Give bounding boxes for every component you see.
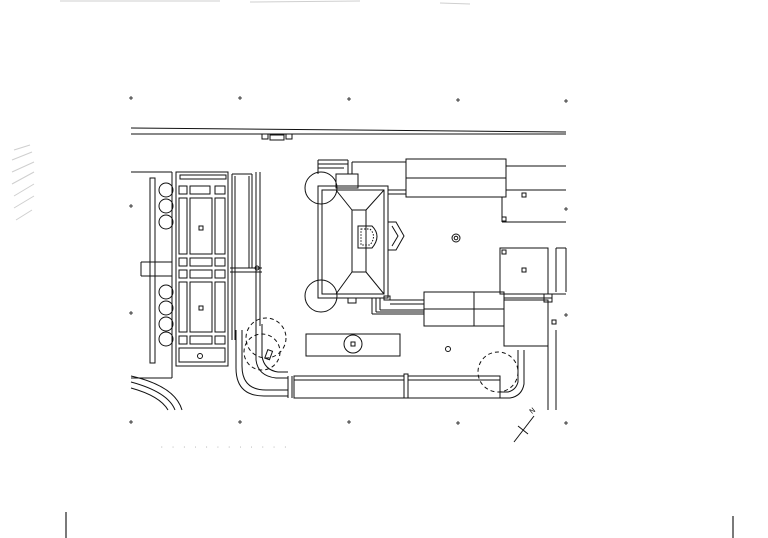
curved-walk	[130, 324, 293, 411]
registration-marks	[129, 96, 568, 425]
reflecting-pool	[305, 333, 451, 357]
main-building	[304, 171, 405, 313]
north-wing	[405, 158, 566, 223]
service-lines	[317, 159, 424, 315]
top-road	[130, 127, 567, 141]
scan-artifacts	[11, 0, 471, 221]
drawing-caption: · · · · · · · · · · · ·	[160, 444, 290, 451]
south-wing	[423, 247, 567, 410]
courtyard-fountain	[451, 233, 461, 243]
lower-terrace	[293, 350, 525, 399]
formal-garden	[131, 171, 229, 379]
tree-canopies	[243, 317, 519, 393]
sheet-edge-marks	[65, 512, 734, 538]
garden-path	[230, 172, 262, 340]
statue-base	[264, 348, 274, 361]
north-arrow	[513, 415, 535, 443]
